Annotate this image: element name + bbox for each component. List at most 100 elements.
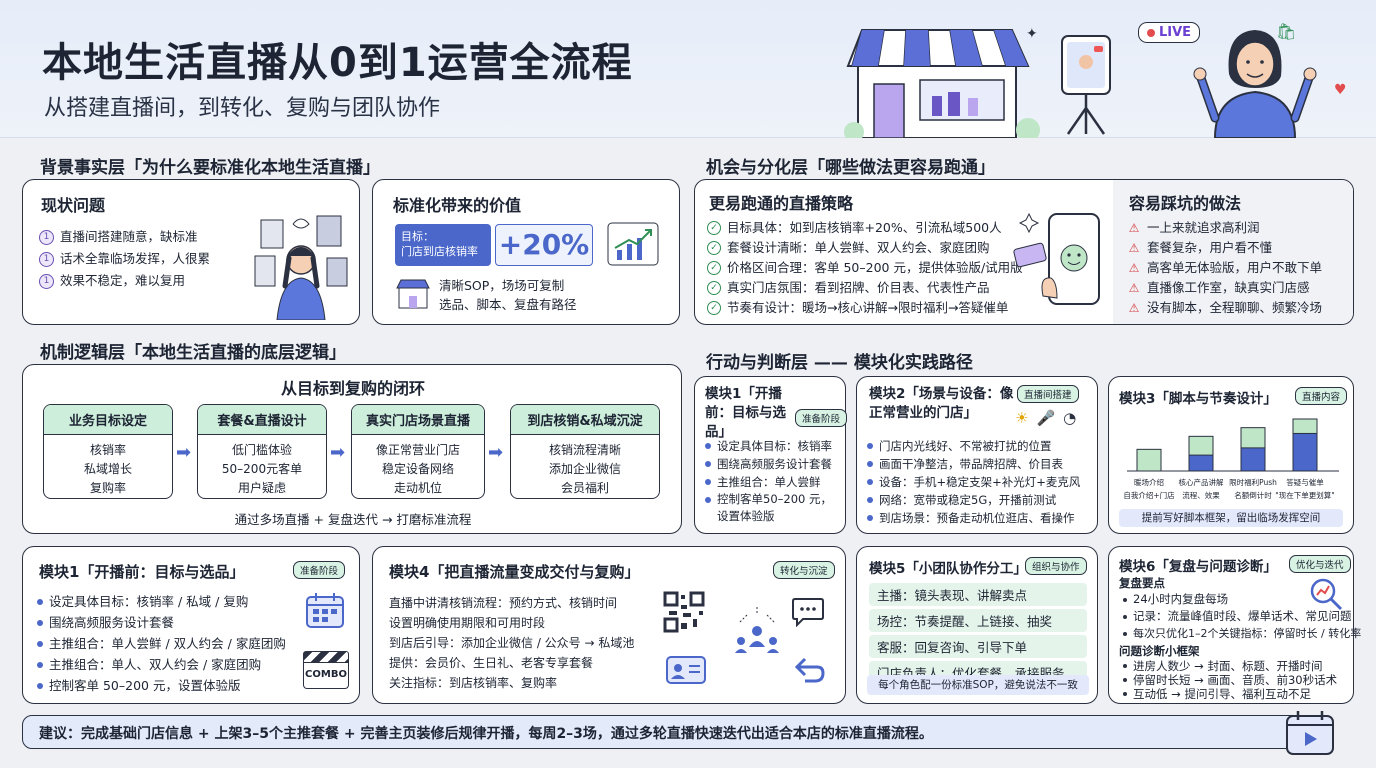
rhythm-bar-label: 答疑与催单 bbox=[1286, 477, 1324, 487]
heart-icon: ♥ bbox=[1334, 82, 1347, 98]
check-icon: ✓ bbox=[707, 281, 721, 295]
review-item: 记录：流量峰值时段、爆单话术、常见问题 bbox=[1123, 608, 1361, 625]
community-icon bbox=[735, 607, 779, 653]
loop-title: 从目标到复购的闭环 bbox=[280, 379, 425, 398]
module4-item: 设置明确使用期限和可用时段 bbox=[389, 616, 546, 630]
review-item: 每次只优化1–2个关键指标：停留时长 / 转化率 bbox=[1123, 625, 1361, 642]
video-calendar-icon bbox=[1286, 711, 1334, 755]
presenter-illustration bbox=[1193, 30, 1317, 138]
live-badge: LIVE bbox=[1138, 22, 1201, 43]
module1-top-card: 模块1「开播前：目标与选品」 准备阶段 设定具体目标：核销率 围绕高频服务设计套… bbox=[694, 376, 848, 534]
module2-item: 门店内光线好、不常被打扰的位置 bbox=[867, 437, 1080, 455]
strategy-item: ✓真实门店氛围：看到招牌、价目表、代表性产品 bbox=[707, 278, 1023, 298]
diagnosis-heading: 问题诊断小框架 bbox=[1119, 644, 1200, 658]
module1-bottom-title: 模块1「开播前：目标与选品」 bbox=[39, 563, 245, 581]
loop-step: 业务目标设定 核销率私域增长复购率 bbox=[43, 404, 173, 499]
module2-item: 到店场景：预备走动机位逛店、看操作 bbox=[867, 509, 1080, 527]
module6-card: 模块6「复盘与问题诊断」 优化与迭代 复盘要点 24小时内复盘每场 记录：流量峰… bbox=[1108, 546, 1361, 704]
diagnosis-item: 进房人数少 → 封面、标题、开播时间 bbox=[1123, 659, 1337, 673]
header: 本地生活直播从0到1运营全流程 从搭建直播间，到转化、复购与团队协作 LIVE bbox=[0, 0, 1376, 138]
role-item: 客服：回复咨询、引导下单 bbox=[869, 635, 1087, 658]
module5-card: 模块5「小团队协作分工」 组织与协作 主播：镜头表现、讲解卖点 场控：节奏提醒、… bbox=[856, 546, 1098, 704]
live-dot-icon bbox=[1147, 28, 1155, 37]
growth-chart-icon bbox=[607, 222, 659, 266]
module6-title: 模块6「复盘与问题诊断」 bbox=[1119, 559, 1277, 575]
section-title-mechanism: 机制逻辑层「本地生活直播的底层逻辑」 bbox=[40, 343, 346, 363]
qr-code-icon bbox=[663, 591, 705, 633]
script-rhythm-chart: 暖场介绍自我介绍+门店核心产品讲解流程、效果限时福利Push名额倒计时答疑与催单… bbox=[1123, 418, 1339, 500]
pitfall-panel bbox=[1113, 180, 1353, 324]
role-item: 场控：节奏提醒、上链接、抽奖 bbox=[869, 609, 1087, 632]
strategy-item: ✓节奏有设计：暖场→核心讲解→限时福利→答疑催单 bbox=[707, 298, 1023, 318]
warning-icon: ⚠ bbox=[1128, 221, 1140, 235]
module3-footer: 提前写好脚本框架，留出临场发挥空间 bbox=[1119, 509, 1343, 527]
page-subtitle: 从搭建直播间，到转化、复购与团队协作 bbox=[44, 96, 441, 121]
module1-top-title: 模块1「开播前：目标与选品」 bbox=[705, 386, 786, 440]
module1-bottom-card: 模块1「开播前：目标与选品」 准备阶段 设定具体目标：核销率 / 私域 / 复购… bbox=[22, 546, 360, 704]
value-line: 选品、脚本、复盘有路径 bbox=[439, 297, 577, 312]
phone-tripod-illustration bbox=[1061, 35, 1111, 135]
bag-icon: 🛍 bbox=[1276, 22, 1297, 41]
rhythm-bar-highlight bbox=[1240, 447, 1266, 472]
module1-top-item: 主推组合：单人尝鲜 bbox=[705, 473, 833, 491]
live-label: LIVE bbox=[1159, 25, 1192, 40]
combo-label: COMBO bbox=[303, 663, 349, 689]
module4-tag: 转化与沉淀 bbox=[773, 561, 835, 579]
phone-ticket-illustration bbox=[1013, 212, 1100, 305]
module6-tag: 优化与迭代 bbox=[1289, 555, 1351, 573]
shop-icon bbox=[396, 279, 430, 309]
warning-icon: ⚠ bbox=[1128, 301, 1140, 315]
module1-top-item: 围绕高频服务设计套餐 bbox=[705, 455, 833, 473]
status-card-title: 现状问题 bbox=[41, 196, 106, 215]
rhythm-bar-label: 名额倒计时 bbox=[1234, 490, 1272, 500]
section-title-opportunity: 机会与分化层「哪些做法更容易跑通」 bbox=[706, 158, 995, 178]
module2-card: 模块2「场景与设备：像正常营业的门店」 直播间搭建 ☀ 🎤 ◔ 门店内光线好、不… bbox=[856, 376, 1098, 534]
stressed-person-illustration bbox=[254, 215, 348, 320]
module4-item: 关注指标：到店核销率、复购率 bbox=[389, 676, 558, 690]
strategy-item: ✓套餐设计清晰：单人尝鲜、双人约会、家庭团购 bbox=[707, 238, 1023, 258]
warning-icon: ⚠ bbox=[1128, 281, 1140, 295]
check-icon: ✓ bbox=[707, 301, 721, 315]
calendar-icon bbox=[306, 593, 344, 628]
member-card-icon bbox=[666, 656, 706, 684]
loop-footer: 通过多场直播 + 复盘迭代 → 打磨标准流程 bbox=[234, 512, 472, 527]
module2-item: 设备：手机+稳定支架+补光灯+麦克风 bbox=[867, 473, 1080, 491]
rhythm-bar-label: 限时福利Push bbox=[1229, 477, 1277, 487]
rhythm-bar-highlight bbox=[1292, 432, 1318, 472]
arrow-right-icon: ➡ bbox=[488, 442, 504, 463]
module2-tag: 直播间搭建 bbox=[1017, 385, 1079, 403]
lightbulb-icon: ☀ bbox=[1015, 409, 1029, 427]
wifi-icon: ◔ bbox=[1063, 409, 1077, 427]
magnifier-chart-icon bbox=[1310, 578, 1343, 611]
module4-title: 模块4「把直播流量变成交付与复购」 bbox=[389, 563, 640, 581]
module4-item: 到店后引导：添加企业微信 / 公众号 → 私域池 bbox=[389, 636, 635, 650]
module3-tag: 直播内容 bbox=[1295, 387, 1348, 405]
goal-box: 目标： 门店到店核销率 bbox=[395, 224, 491, 266]
module2-title: 模块2「场景与设备：像正常营业的门店」 bbox=[869, 386, 1014, 421]
module1-bottom-item: 主推组合：单人尝鲜 / 双人约会 / 家庭团购 bbox=[37, 633, 286, 654]
diagnosis-item: 停留时长短 → 画面、音质、前30秒话术 bbox=[1123, 673, 1337, 687]
strategy-card: 更易跑通的直播策略 ✓目标具体：如到店核销率+20%、引流私域500人 ✓套餐设… bbox=[694, 179, 1354, 325]
module5-title: 模块5「小团队协作分工」 bbox=[869, 561, 1027, 577]
sparkle-icon: ✦ bbox=[1026, 26, 1038, 42]
value-card-title: 标准化带来的价值 bbox=[393, 196, 522, 215]
module5-tag: 组织与协作 bbox=[1025, 557, 1087, 575]
section-title-background: 背景事实层「为什么要标准化本地生活直播」 bbox=[40, 158, 380, 178]
module1-bottom-item: 主推组合：单人、双人约会 / 家庭团购 bbox=[37, 654, 286, 675]
module1-bottom-item: 围绕高频服务设计套餐 bbox=[37, 612, 286, 633]
pitfall-title: 容易踩坑的做法 bbox=[1129, 194, 1242, 213]
warning-icon: ⚠ bbox=[1128, 241, 1140, 255]
section-title-action: 行动与判断层 —— 模块化实践路径 bbox=[706, 353, 973, 373]
value-card: 标准化带来的价值 目标： 门店到店核销率 +20% 清晰SOP，场场可复制 选品… bbox=[372, 179, 680, 325]
pitfall-item: ⚠一上来就追求高利润 bbox=[1128, 220, 1260, 235]
rhythm-bar-label: 流程、效果 bbox=[1182, 490, 1220, 500]
rhythm-bar-label: 自我介绍+门店 bbox=[1123, 490, 1175, 500]
metric-value: +20% bbox=[495, 224, 593, 266]
module5-footer: 每个角色配一份标准SOP，避免说法不一致 bbox=[867, 675, 1089, 695]
rhythm-bar-label: "现在下单更划算" bbox=[1275, 490, 1334, 500]
module1-top-item: 设定具体目标：核销率 bbox=[705, 437, 833, 455]
module1-bottom-item: 设定具体目标：核销率 / 私域 / 复购 bbox=[37, 591, 286, 612]
suggestion-banner: 建议：完成基础门店信息 + 上架3–5个主推套餐 + 完善主页装修后规律开播，每… bbox=[22, 715, 1332, 749]
